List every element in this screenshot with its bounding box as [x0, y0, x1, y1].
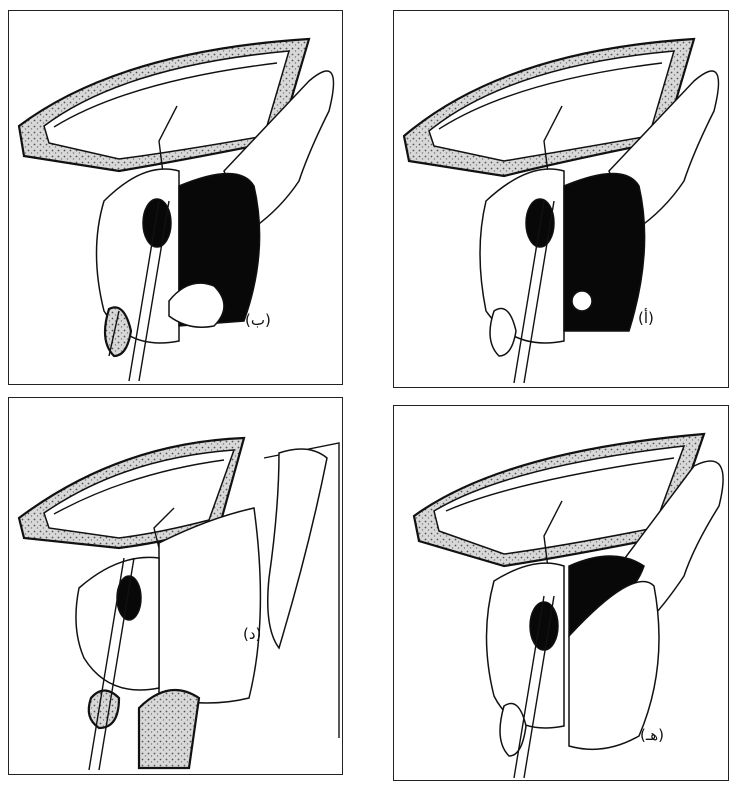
panel-b: (ب)	[8, 10, 343, 385]
anatomy-illustration-a	[394, 11, 730, 389]
anatomy-illustration-b	[9, 11, 344, 386]
anatomy-illustration-h	[394, 406, 730, 782]
panel-label-a: (أ)	[638, 309, 654, 327]
panel-label-b: (ب)	[245, 311, 271, 329]
panel-d: (د)	[8, 397, 343, 775]
anatomy-illustration-d	[9, 398, 344, 776]
panel-label-h: (هـ)	[640, 726, 664, 744]
panel-a: (أ)	[393, 10, 729, 388]
panel-h: (هـ)	[393, 405, 729, 781]
panel-label-d: (د)	[243, 625, 261, 643]
